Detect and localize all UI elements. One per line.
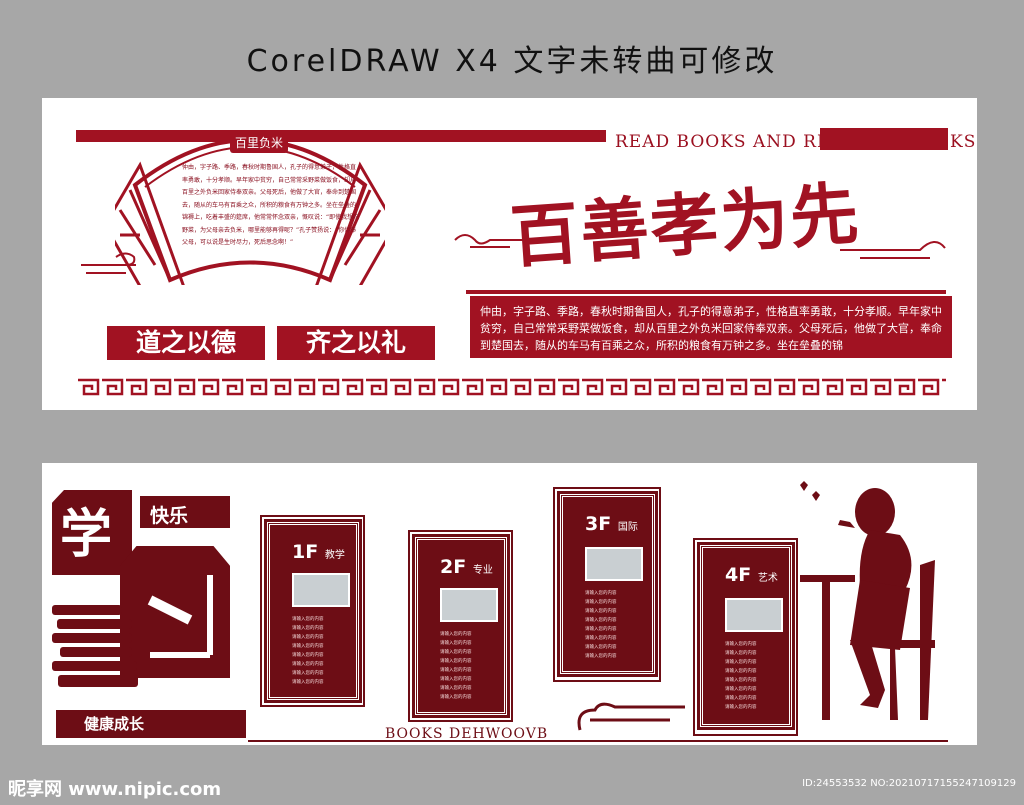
watermark-brand: 昵享网 www.nipic.com: [8, 779, 222, 800]
floor4-placeholder-text: 请输入您的内容请输入您的内容请输入您的内容请输入您的内容请输入您的内容请输入您的…: [725, 642, 757, 710]
story-paragraph: 仲由，字子路、季路，春秋时期鲁国人，孔子的得意弟子，性格直率勇敢，十分孝顺。早年…: [470, 296, 952, 358]
floor2-placeholder-text: 请输入您的内容请输入您的内容请输入您的内容请输入您的内容请输入您的内容请输入您的…: [440, 632, 472, 700]
floor4-label: 4F 艺术: [725, 564, 778, 586]
top-english-tail: KS: [950, 132, 977, 152]
book-stack-icon: [52, 605, 138, 687]
kuaile-text: 快乐: [150, 505, 189, 527]
reading-girl-silhouette: [800, 481, 935, 720]
page-title: CorelDRAW X4 文字未转曲可修改: [246, 44, 778, 79]
bottom-base-line: [248, 740, 948, 742]
tag-dao-zhi-yi-de: 道之以德: [107, 326, 265, 360]
floor2-frame: [408, 530, 513, 722]
floor4-frame: [693, 538, 798, 736]
cloud-icon: [81, 252, 136, 274]
kuaile-block: [140, 496, 230, 528]
floor1-label: 1F 教学: [292, 541, 345, 563]
floor1-frame: [260, 515, 365, 707]
floor1-card: 1F 教学 请输入您的内容请输入您的内容请输入您的内容请输入您的内容请输入您的内…: [264, 519, 362, 703]
floor4-image-placeholder: [725, 598, 783, 632]
top-red-stripe: [76, 130, 606, 142]
fan-story-text: 仲由，字子路、季路，春秋时期鲁国人，孔子的得意弟子，性格直率勇敢，十分孝顺。早年…: [182, 164, 360, 246]
english-mask: [820, 128, 948, 150]
floor1-image-placeholder: [292, 573, 350, 607]
xue-character: 学: [60, 504, 113, 565]
floor2-image-placeholder: [440, 588, 498, 622]
floor3-placeholder-text: 请输入您的内容请输入您的内容请输入您的内容请输入您的内容请输入您的内容请输入您的…: [585, 591, 617, 659]
healthy-growth-label: 健康成长: [56, 710, 246, 738]
top-english-text: READ BOOKS AND REA: [615, 132, 844, 152]
floor3-label: 3F 国际: [585, 513, 638, 535]
cloud-right-icon: [840, 241, 946, 259]
fret-pattern: [76, 378, 946, 396]
floor1-placeholder-text: 请输入您的内容请输入您的内容请输入您的内容请输入您的内容请输入您的内容请输入您的…: [292, 617, 324, 685]
floor2-card: 2F 专业 请输入您的内容请输入您的内容请输入您的内容请输入您的内容请输入您的内…: [412, 534, 510, 718]
xue-block: [52, 490, 132, 575]
fan-title: 百里负米: [230, 133, 288, 153]
watermark-id: ID:24553532 NO:20210717155247109129: [802, 778, 1016, 789]
tag-qi-zhi-yi-li: 齐之以礼: [277, 326, 435, 360]
xi-glyph: [147, 575, 213, 658]
bottom-english-text: BOOKS DEHWOOVB: [385, 726, 549, 742]
floor3-image-placeholder: [585, 547, 643, 581]
body-top-line: [466, 290, 946, 294]
floor3-card: 3F 国际 请输入您的内容请输入您的内容请输入您的内容请输入您的内容请输入您的内…: [557, 491, 658, 677]
floor3-frame: [553, 487, 661, 682]
cloud-line-icon: [454, 234, 560, 248]
bottom-cloud-icon: [577, 702, 685, 731]
floor2-label: 2F 专业: [440, 556, 493, 578]
floor4-card: 4F 艺术 请输入您的内容请输入您的内容请输入您的内容请输入您的内容请输入您的内…: [697, 542, 795, 730]
fan-frame: [115, 138, 385, 285]
